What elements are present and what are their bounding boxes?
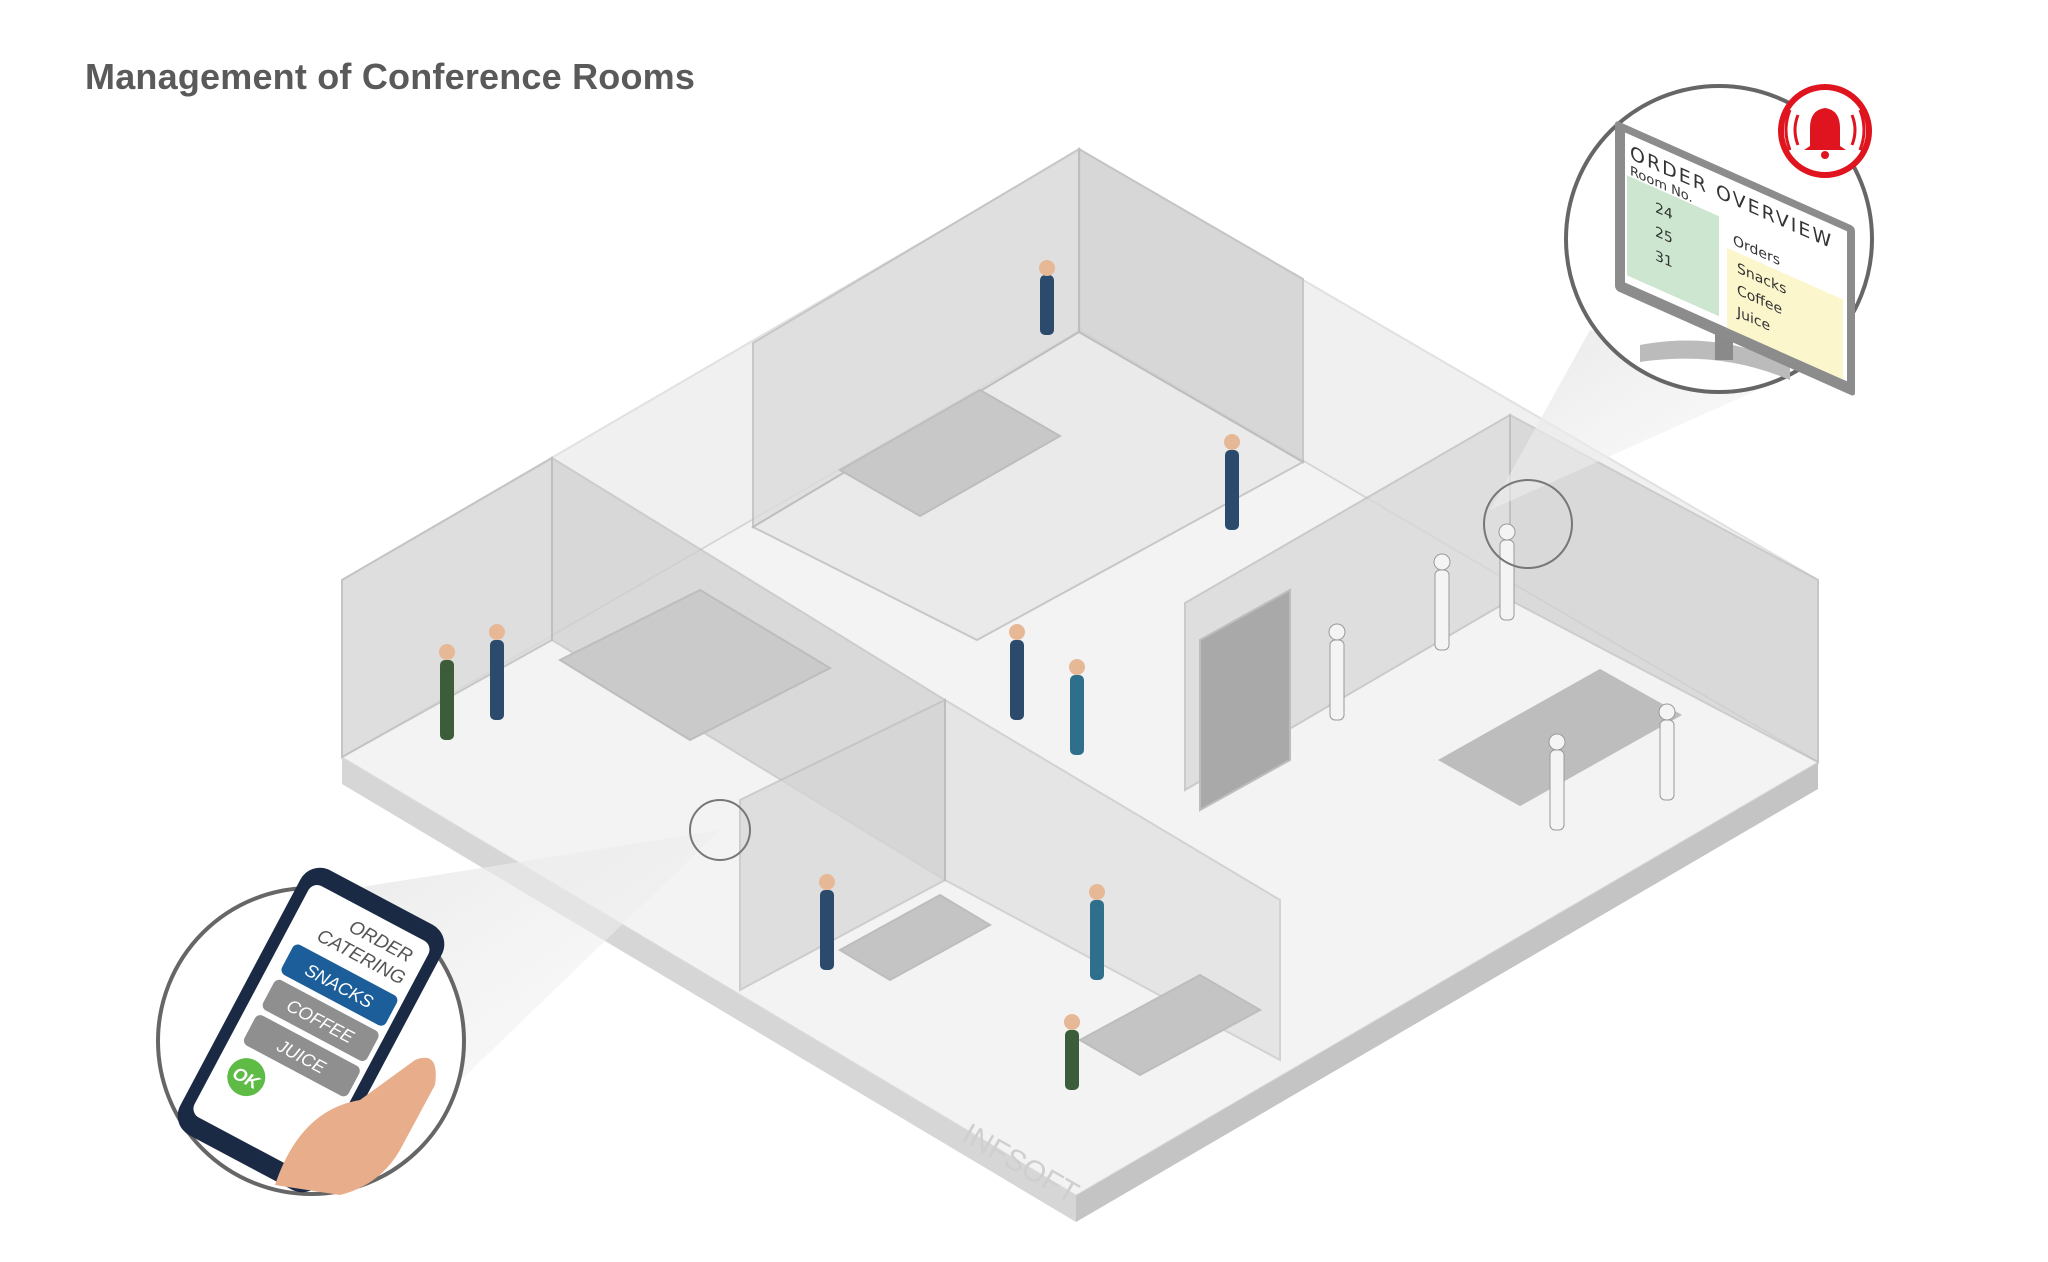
option-juice-button[interactable]: JUICE	[242, 1013, 362, 1098]
phone-callout-origin	[689, 799, 751, 861]
order-catering-callout: ORDER CATERING SNACKS COFFEE JUICE OK	[156, 867, 466, 1196]
people	[439, 260, 1676, 1090]
order-overview-callout: ORDER OVERVIEW Room No. Orders 24 25 31 …	[1564, 84, 1874, 396]
smartphone: ORDER CATERING SNACKS COFFEE JUICE OK	[177, 867, 445, 1193]
conference-room-top	[750, 147, 1306, 642]
hand	[275, 1057, 436, 1195]
monitor-callout-origin	[1483, 479, 1573, 569]
ok-button[interactable]: OK	[221, 1051, 272, 1102]
room-number: 25	[1655, 223, 1673, 247]
order-overview-monitor: ORDER OVERVIEW Room No. Orders 24 25 31 …	[1615, 121, 1855, 396]
room-number: 24	[1655, 199, 1673, 223]
page-title: Management of Conference Rooms	[85, 56, 696, 97]
office-area	[739, 698, 1281, 1077]
room-number: 31	[1655, 247, 1673, 271]
bell-alarm-icon	[1778, 84, 1872, 178]
